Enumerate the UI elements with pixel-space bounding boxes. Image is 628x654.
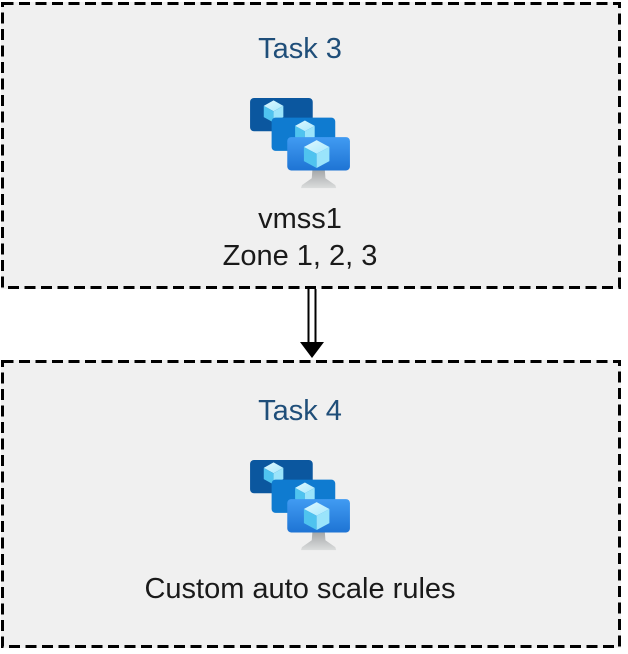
zones-label: Zone 1, 2, 3 xyxy=(222,240,378,272)
task4-title: Task 4 xyxy=(258,395,342,427)
autoscale-rules-label: Custom auto scale rules xyxy=(144,573,456,605)
vm-scale-sets-icon xyxy=(250,97,350,189)
vm-scale-sets-icon xyxy=(250,459,350,551)
task3-title: Task 3 xyxy=(258,33,342,65)
task4-content: Task 4 Custom auto scale rules xyxy=(0,360,610,648)
task4-caption: Custom auto scale rules xyxy=(144,571,455,608)
task4-box: Task 4 Custom auto scale rules xyxy=(1,360,621,648)
task3-box: Task 3 vmss1 Zone 1, 2, 3 xyxy=(1,2,621,289)
vmss-name-label: vmss1 xyxy=(258,203,342,235)
task3-caption: vmss1 Zone 1, 2, 3 xyxy=(223,201,378,275)
task3-content: Task 3 vmss1 Zone 1, 2, 3 xyxy=(0,2,610,289)
down-arrow-connector xyxy=(300,289,324,358)
arrowhead xyxy=(300,342,324,358)
